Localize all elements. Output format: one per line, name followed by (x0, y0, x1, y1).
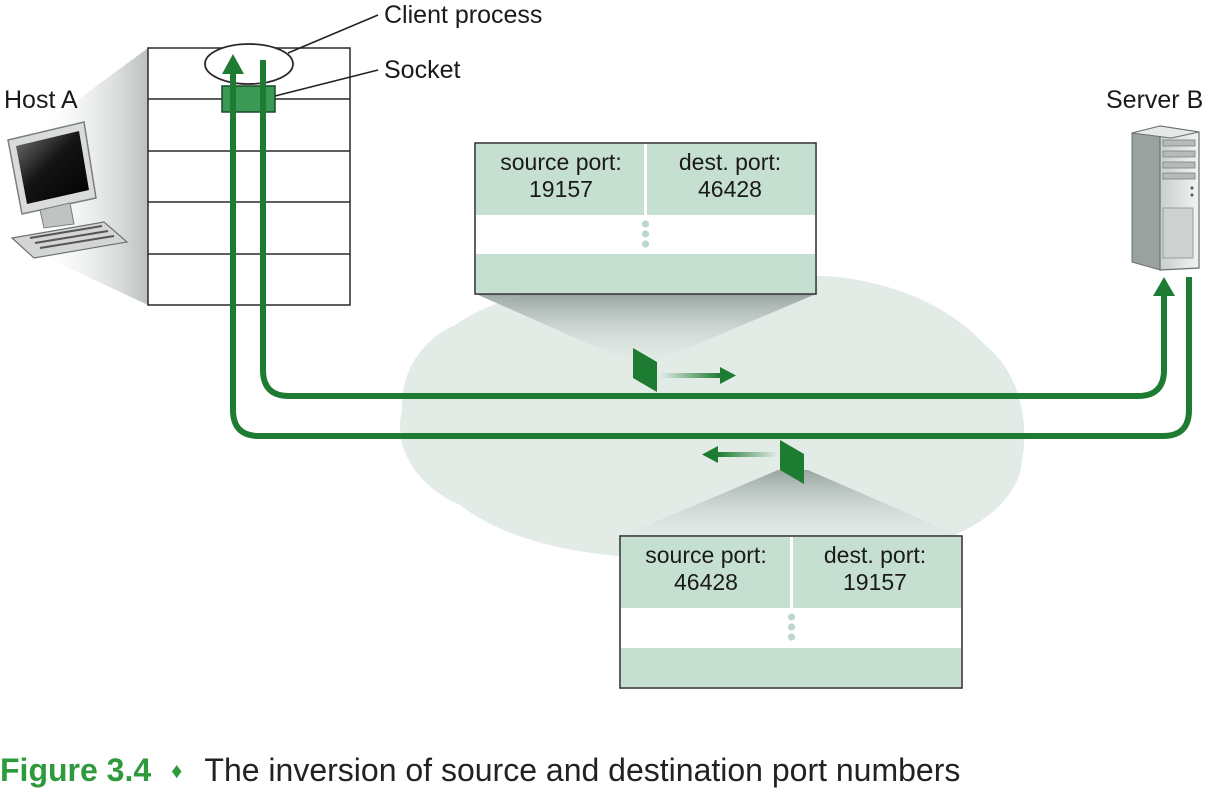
arrowhead-into-client-process (222, 54, 244, 74)
segment-1: source port: 19157 dest. port: 46428 (474, 142, 817, 295)
segment-2: source port: 46428 dest. port: 19157 (619, 535, 963, 689)
segment-marker-outbound (633, 348, 736, 392)
segment-1-source-port-label: source port: (500, 149, 621, 175)
segment-marker-inbound (702, 440, 804, 484)
segment-2-source-port-label: source port: (645, 542, 766, 568)
figure-caption: Figure 3.4 ♦ The inversion of source and d… (0, 752, 960, 789)
segment-2-dest-port-label: dest. port: (824, 542, 926, 568)
host-a-computer-icon (7, 121, 129, 259)
caption-text: The inversion of source and destination … (204, 752, 961, 788)
segment-1-dest-port-value: 46428 (698, 176, 762, 202)
segment-1-source-port-value: 19157 (529, 176, 593, 202)
segment-2-dest-port-value: 19157 (843, 569, 907, 595)
segment-1-projection (476, 294, 816, 360)
segment-1-dest-port-label: dest. port: (679, 149, 781, 175)
socket-label: Socket (384, 56, 460, 84)
client-process-ellipse (204, 43, 294, 85)
host-a-label: Host A (4, 86, 78, 114)
network-cloud (399, 272, 1025, 570)
segment-2-source-port-value: 46428 (674, 569, 738, 595)
client-process-label: Client process (384, 1, 542, 29)
client-process-leader (287, 14, 379, 54)
segment-2-projection (620, 470, 962, 537)
socket-leader (274, 69, 379, 97)
caption-separator: ♦ (171, 758, 183, 783)
figure-number: Figure 3.4 (0, 752, 152, 788)
path-server-b-to-host-a (230, 72, 1192, 439)
server-b-tower-icon (1131, 125, 1200, 271)
arrowhead-into-server-b (1153, 277, 1175, 296)
server-b-label: Server B (1106, 86, 1203, 114)
path-host-a-to-server-b (260, 60, 1167, 399)
socket-box (221, 85, 276, 113)
